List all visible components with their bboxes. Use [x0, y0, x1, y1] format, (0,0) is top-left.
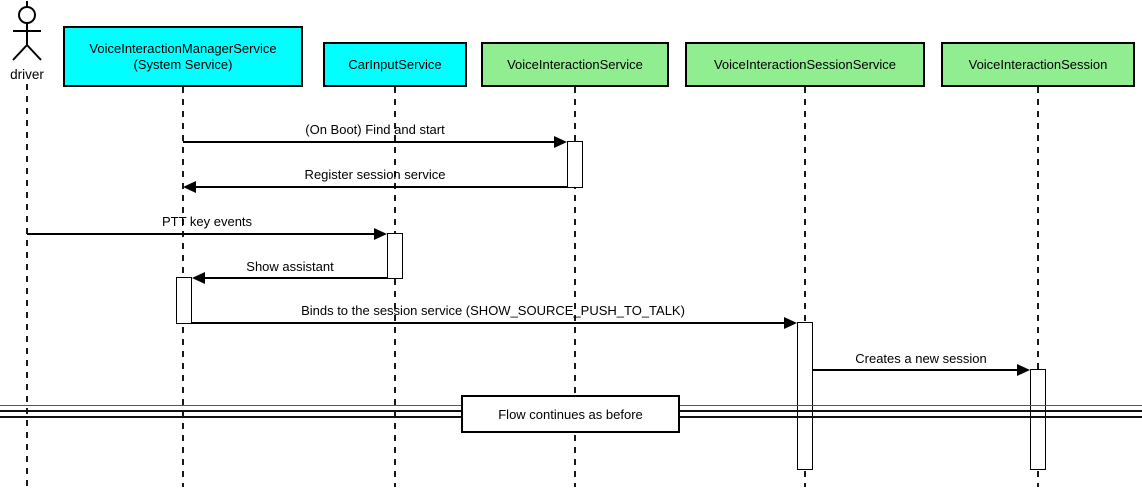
message-line	[196, 186, 567, 188]
message-label: Show assistant	[246, 259, 334, 274]
participant-label: VoiceInteractionService	[507, 56, 643, 72]
activation-voiceinteractionmanagerservice	[176, 277, 192, 324]
participant-voiceinteractionmanagerservice: VoiceInteractionManagerService (System S…	[63, 26, 303, 87]
message-line	[813, 369, 1017, 371]
participant-label: CarInputService	[348, 56, 442, 72]
message-label: Binds to the session service (SHOW_SOURC…	[301, 303, 685, 318]
participant-label: VoiceInteractionSessionService	[713, 56, 897, 72]
lifeline-voiceinteractionservice	[574, 87, 576, 487]
participant-carinputservice: CarInputService	[323, 42, 467, 87]
divider-box: Flow continues as before	[461, 395, 680, 433]
lifeline-carinputservice	[394, 87, 396, 487]
arrowhead-icon	[1017, 364, 1030, 376]
message-label: Creates a new session	[855, 351, 987, 366]
lifeline-driver	[26, 84, 28, 487]
message-line	[27, 233, 374, 235]
message-line	[183, 141, 555, 143]
message-line	[192, 322, 784, 324]
participant-label: VoiceInteractionManagerService	[89, 40, 277, 56]
activation-voiceinteractionservice	[567, 141, 583, 188]
message-line	[205, 277, 387, 279]
activation-voiceinteractionsessionservice	[797, 322, 813, 470]
message-label: Register session service	[304, 167, 446, 182]
lifeline-voiceinteractionsession	[1037, 87, 1039, 487]
arrowhead-icon	[374, 228, 387, 240]
participant-voiceinteractionsessionservice: VoiceInteractionSessionService	[685, 42, 925, 87]
arrowhead-icon	[554, 136, 567, 148]
activation-carinputservice	[387, 233, 403, 279]
participant-voiceinteractionsession: VoiceInteractionSession	[941, 42, 1135, 87]
arrowhead-icon	[784, 317, 797, 329]
participant-voiceinteractionservice: VoiceInteractionService	[481, 42, 669, 87]
participant-sublabel: (System Service)	[133, 56, 233, 72]
message-label: (On Boot) Find and start	[305, 122, 445, 137]
activation-voiceinteractionsession	[1030, 369, 1046, 470]
arrowhead-icon	[183, 181, 196, 193]
participant-label: VoiceInteractionSession	[968, 56, 1108, 72]
arrowhead-icon	[192, 272, 205, 284]
message-label: PTT key events	[161, 214, 253, 229]
actor-label: driver	[10, 67, 44, 82]
lifeline-voiceinteractionsessionservice	[804, 87, 806, 487]
divider-label: Flow continues as before	[498, 406, 643, 422]
actor-icon	[12, 1, 42, 61]
